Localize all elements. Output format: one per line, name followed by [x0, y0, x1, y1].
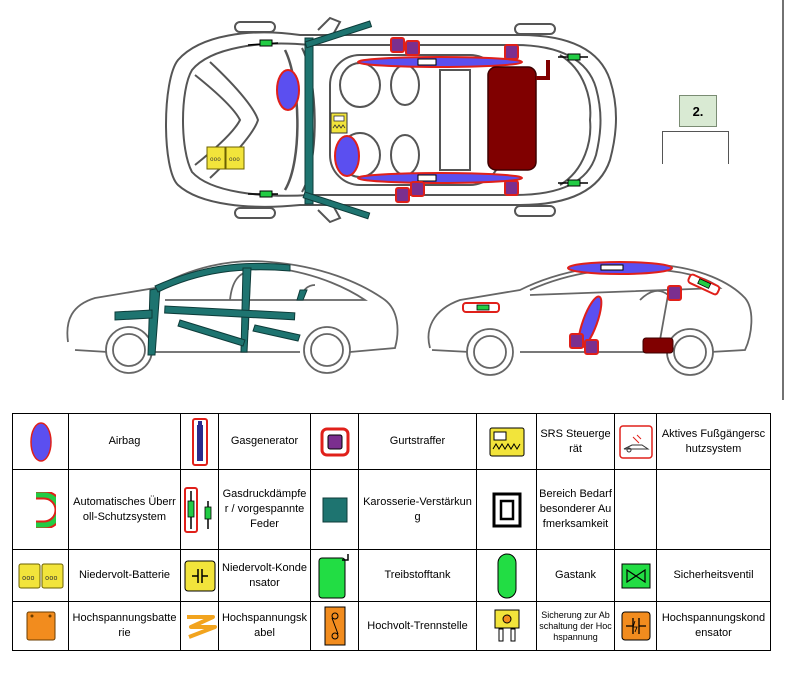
legend-row: Hochspannungsbatterie Hochspannungskabel…: [12, 601, 771, 651]
legend-label: Aktives Fußgängerschutzsystem: [656, 413, 771, 470]
legend-label: Niedervolt-Kondensator: [218, 549, 311, 602]
top-view-airbags: [276, 56, 523, 184]
low-voltage-battery-icon: ooo ooo: [12, 549, 69, 602]
legend-label: Sicherung zur Abschaltung der Hochspannu…: [536, 601, 615, 651]
pedestrian-protection-icon: [614, 413, 657, 470]
legend-label: Hochspannungsbatterie: [68, 601, 181, 651]
airbag-icon: [12, 413, 69, 470]
attention-area-icon: [476, 469, 537, 550]
car-side-view-left: [66, 260, 399, 374]
legend-label: Gastank: [536, 549, 615, 602]
legend-row: Automatisches Überroll-Schutzsystem Gasd…: [12, 469, 771, 550]
legend-label: [656, 469, 771, 550]
legend-row: Airbag Gasgenerator Gurtstraffer SRS Ste…: [12, 413, 771, 470]
seatbelt-tensioner-icon: [310, 413, 359, 470]
svg-text:ooo: ooo: [22, 575, 35, 583]
high-voltage-capacitor-icon: [614, 601, 657, 651]
top-view-fuel-tank: [487, 60, 550, 171]
top-view-low-voltage-battery: ooo ooo: [206, 146, 245, 170]
side-right-components: [462, 261, 721, 355]
legend-table: Airbag Gasgenerator Gurtstraffer SRS Ste…: [12, 413, 771, 651]
legend-label: Automatisches Überroll-Schutzsystem: [68, 469, 181, 550]
rollover-protection-icon: [12, 469, 69, 550]
top-view-seatbelt-tensioners: [390, 37, 519, 203]
legend-label: Karosserie-Verstärkung: [358, 469, 477, 550]
gas-damper-icon: [180, 469, 219, 550]
legend-label: Niedervolt-Batterie: [68, 549, 181, 602]
safety-valve-icon: [614, 549, 657, 602]
legend-row: ooo ooo Niedervolt-Batterie Niedervolt-Ko…: [12, 549, 771, 602]
svg-text:ooo: ooo: [210, 156, 221, 163]
gas-generator-icon: [180, 413, 219, 470]
svg-text:ooo: ooo: [45, 575, 58, 583]
legend-label: Airbag: [68, 413, 181, 470]
low-voltage-capacitor-icon: [180, 549, 219, 602]
legend-label: Hochspannungskondensator: [656, 601, 771, 651]
svg-text:ooo: ooo: [229, 156, 240, 163]
legend-label: Hochspannungskabel: [218, 601, 311, 651]
body-reinforcement-icon: [310, 469, 359, 550]
legend-label: Gurtstraffer: [358, 413, 477, 470]
rescue-sheet-badge: 2.: [679, 95, 717, 127]
high-voltage-battery-icon: [12, 601, 69, 651]
top-view-gas-dampers: [247, 39, 588, 198]
legend-label: Gasgenerator: [218, 413, 311, 470]
fuel-tank-icon: [310, 549, 359, 602]
gas-tank-icon: [476, 549, 537, 602]
top-view-body-reinforcement: [302, 20, 373, 220]
high-voltage-disconnect-icon: [310, 601, 359, 651]
car-distance-sign: [662, 131, 729, 164]
legend-label: Bereich Bedarf besonderer Aufmerksamkeit: [536, 469, 615, 550]
high-voltage-fuse-icon: [476, 601, 537, 651]
legend-label: Gasdruckdämpfer / vorgespannte Feder: [218, 469, 311, 550]
legend-label: Hochvolt-Trennstelle: [358, 601, 477, 651]
srs-control-unit-icon: [476, 413, 537, 470]
side-left-body-reinforcement: [114, 262, 308, 356]
legend-label: Treibstofftank: [358, 549, 477, 602]
empty-icon-cell: [614, 469, 657, 550]
top-view-srs-control-unit: [330, 112, 348, 134]
legend-label: SRS Steuergerät: [536, 413, 615, 470]
legend-label: Sicherheitsventil: [656, 549, 771, 602]
high-voltage-cable-icon: [180, 601, 219, 651]
